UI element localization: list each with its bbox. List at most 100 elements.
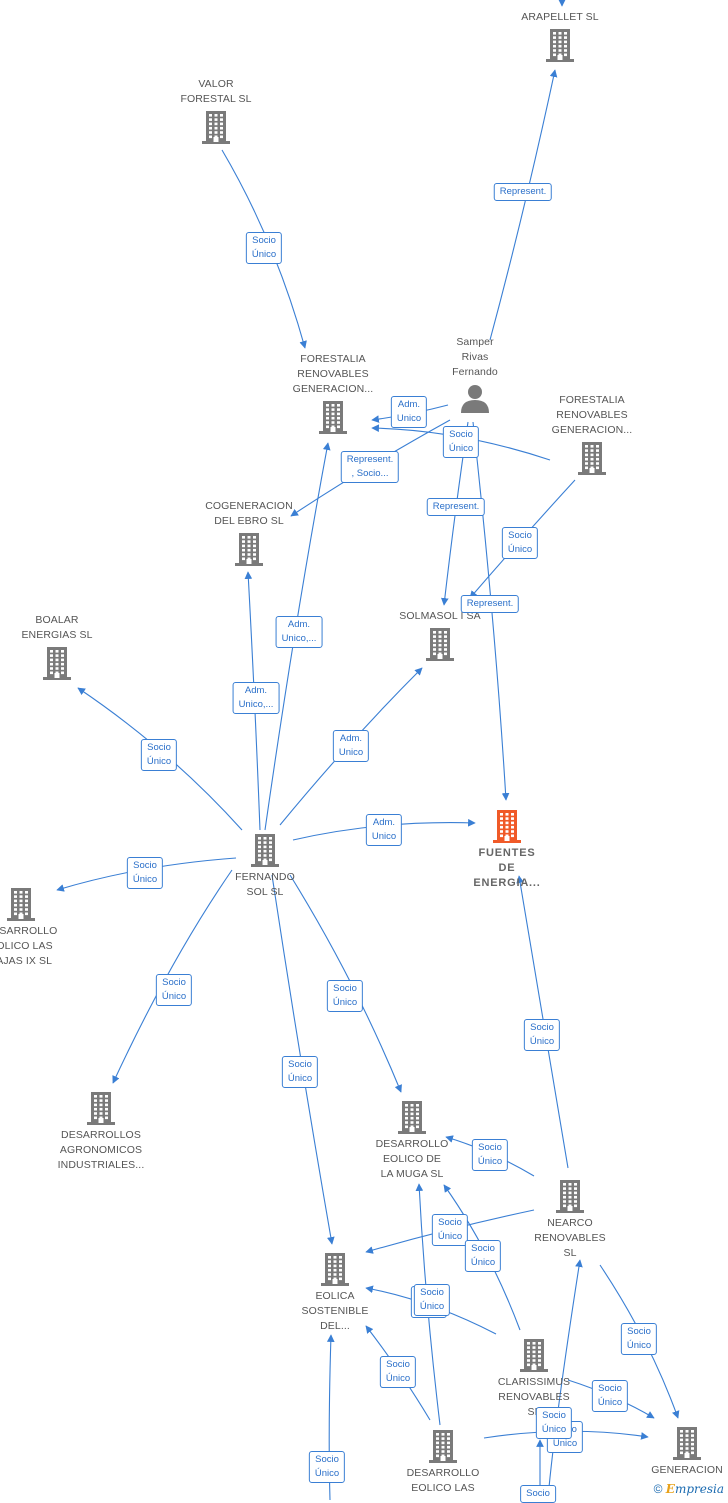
node-label-line: FORESTALIA [300,353,366,365]
edge-label-text: Único [470,1257,496,1268]
node-label-line: GENERACION [651,1464,723,1476]
edge-label-text: Socio [315,1454,339,1465]
building-icon [321,1253,349,1286]
edge-fernando-to-agronomicos [112,869,233,1084]
building-icon [578,442,606,475]
building-icon [43,647,71,680]
node-label-line: Fernando [452,366,498,378]
node-label-line: DE [498,862,516,874]
node-boalar[interactable]: BOALAR ENERGIAS SL [0,613,127,683]
node-label-line: ENERGIA... [473,877,541,889]
edge-label-text: Unico [338,747,364,758]
building-icon [7,888,35,921]
node-label-line: SL [527,1406,541,1418]
node-solmasol[interactable]: SOLMASOL I SA [370,609,510,664]
edge-label-text: Único [419,1301,445,1312]
edge-label[interactable]: Adm.Unico [390,396,428,428]
edge-label-text: Socio [627,1326,651,1337]
edge-label[interactable]: Adm.Unico,... [275,616,323,648]
node-label: BOALAR ENERGIAS SL [0,613,127,643]
edge-label-text: Socio [526,1488,550,1499]
edge-label[interactable]: Represent., Socio... [340,451,400,483]
edge-label[interactable]: Represent. [460,595,520,613]
node-label-line: ENERGIAS SL [21,629,93,641]
edge-label-text: Único [541,1424,567,1435]
edge-label[interactable]: Socio [520,1485,556,1503]
edge-label-text: Adm. [397,399,421,410]
edge-label-text: Único [161,991,187,1002]
node-label-line: SOLMASOL I SA [399,610,481,622]
edge-label[interactable]: Represent. [426,498,486,516]
node-label-line: PAJAS IX SL [0,955,53,967]
edge-label-text: Represent. [466,598,514,609]
edge-label-text: Socio [471,1243,495,1254]
edge-label[interactable]: Adm.Unico [332,730,370,762]
node-label: ARAPELLET SL [490,10,630,25]
node-fuentes[interactable]: FUENTES DE ENERGIA... [437,806,577,891]
footer-brand[interactable]: © Empresia [654,1482,724,1496]
edge-label[interactable]: Adm. Unico,... [232,682,280,714]
edge-label-text: Socio [530,1022,554,1033]
building-icon [493,810,521,843]
edge-samper-to-fuentes [472,421,510,801]
node-arapellet[interactable]: ARAPELLET SL [490,10,630,65]
edge-samper-to-arapellet [489,69,558,341]
node-label-line: Samper [456,336,494,348]
edge-label[interactable]: Represent. [493,183,553,201]
node-label-line: BOALAR [35,614,79,626]
building-icon [235,533,263,566]
node-label-line: RENOVABLES [297,368,369,380]
node-label-line: FERNANDO [235,871,295,883]
node-label-line: FUENTES [478,847,536,859]
node-label-line: DEL EBRO SL [214,515,284,527]
node-label-line: RENOVABLES [498,1391,570,1403]
edge-label-text: Único [477,1156,503,1167]
edge-label-text: Único [314,1468,340,1479]
edge-label[interactable]: Adm.Unico [365,814,403,846]
edge-label-text: Unico,... [238,699,274,710]
node-generacion[interactable]: GENERACION [617,1423,728,1478]
edge-label-text: Represent. [432,501,480,512]
edge-label-text: Socio [147,742,171,753]
edge-label-text: Adm. [244,685,268,696]
node-label-line: SOSTENIBLE [301,1305,369,1317]
person-icon [461,385,489,413]
